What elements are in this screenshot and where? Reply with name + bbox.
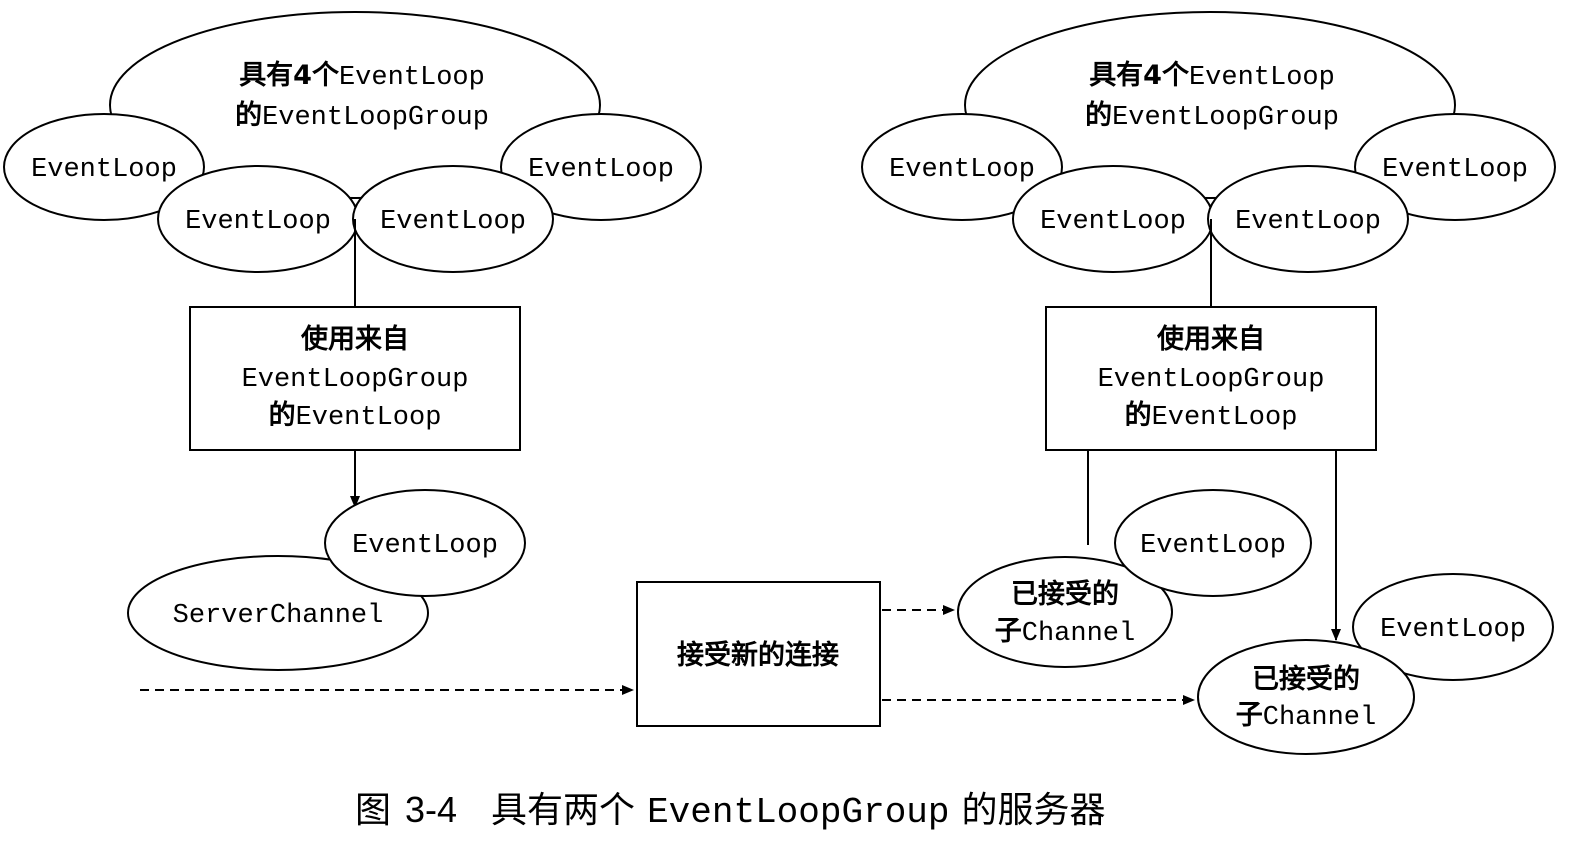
right-loop-1-ellipse bbox=[861, 113, 1063, 221]
left-loop-1-label: EventLoop bbox=[31, 155, 177, 185]
child2-line1: 已接受的 bbox=[1252, 663, 1360, 695]
left-loop-4-ellipse bbox=[500, 113, 702, 221]
right-loop-4-label: EventLoop bbox=[1382, 155, 1528, 185]
right-loop-3-ellipse bbox=[1207, 165, 1409, 273]
child1-loop-ellipse bbox=[1114, 489, 1312, 597]
child1-line2: 子Channel bbox=[995, 616, 1135, 649]
child1-channel-ellipse bbox=[957, 556, 1173, 668]
left-group-ellipse bbox=[109, 11, 601, 199]
accept-connection-box: 接受新的连接 bbox=[636, 581, 881, 727]
child1-line1: 已接受的 bbox=[1011, 578, 1119, 610]
right-loop-3-label: EventLoop bbox=[1235, 207, 1381, 237]
left-box-rect bbox=[189, 306, 521, 451]
left-group-title-line2: 的EventLoopGroup bbox=[235, 99, 489, 133]
right-loop-1-label: EventLoop bbox=[889, 155, 1035, 185]
accept-box-rect bbox=[636, 581, 881, 727]
accept-box-label: 接受新的连接 bbox=[677, 639, 839, 671]
right-use-eventloop-box: 使用来自 EventLoopGroup 的EventLoop bbox=[1045, 306, 1377, 451]
left-loop-3-ellipse bbox=[352, 165, 554, 273]
server-channel-group: ServerChannel EventLoop bbox=[127, 489, 526, 671]
right-box-line3: 的EventLoop bbox=[1125, 399, 1298, 433]
left-event-loop-group: 具有4个EventLoop 的EventLoopGroup EventLoop … bbox=[3, 11, 702, 273]
server-channel-label: ServerChannel bbox=[173, 601, 384, 631]
left-group-title-line1: 具有4个EventLoop bbox=[239, 60, 485, 93]
child2-loop-ellipse bbox=[1352, 573, 1554, 681]
child-channel-2-group: EventLoop 已接受的 子Channel bbox=[1197, 573, 1554, 755]
left-loop-1-ellipse bbox=[3, 113, 205, 221]
left-loop-4-label: EventLoop bbox=[528, 155, 674, 185]
server-loop-ellipse bbox=[324, 489, 526, 597]
right-loop-2-label: EventLoop bbox=[1040, 207, 1186, 237]
right-box-line1: 使用来自 bbox=[1156, 323, 1265, 355]
child1-loop-label: EventLoop bbox=[1140, 531, 1286, 561]
child2-line2: 子Channel bbox=[1236, 700, 1376, 733]
right-box-rect bbox=[1045, 306, 1377, 451]
child2-loop-label: EventLoop bbox=[1380, 615, 1526, 645]
left-box-line3: 的EventLoop bbox=[269, 399, 442, 433]
left-use-eventloop-box: 使用来自 EventLoopGroup 的EventLoop bbox=[189, 306, 521, 451]
right-group-title-line2: 的EventLoopGroup bbox=[1085, 99, 1339, 133]
right-group-title-line1: 具有4个EventLoop bbox=[1089, 60, 1335, 93]
right-event-loop-group: 具有4个EventLoop 的EventLoopGroup EventLoop … bbox=[861, 11, 1556, 273]
right-box-line2: EventLoopGroup bbox=[1098, 365, 1325, 395]
child2-channel-ellipse bbox=[1197, 639, 1415, 755]
child-channel-1-group: 已接受的 子Channel EventLoop bbox=[957, 489, 1312, 668]
left-loop-2-label: EventLoop bbox=[185, 207, 331, 237]
server-loop-label: EventLoop bbox=[352, 531, 498, 561]
server-channel-ellipse bbox=[127, 555, 429, 671]
left-box-line1: 使用来自 bbox=[300, 323, 409, 355]
left-loop-3-label: EventLoop bbox=[380, 207, 526, 237]
right-group-ellipse bbox=[964, 11, 1456, 199]
right-loop-4-ellipse bbox=[1354, 113, 1556, 221]
left-box-line2: EventLoopGroup bbox=[242, 365, 469, 395]
